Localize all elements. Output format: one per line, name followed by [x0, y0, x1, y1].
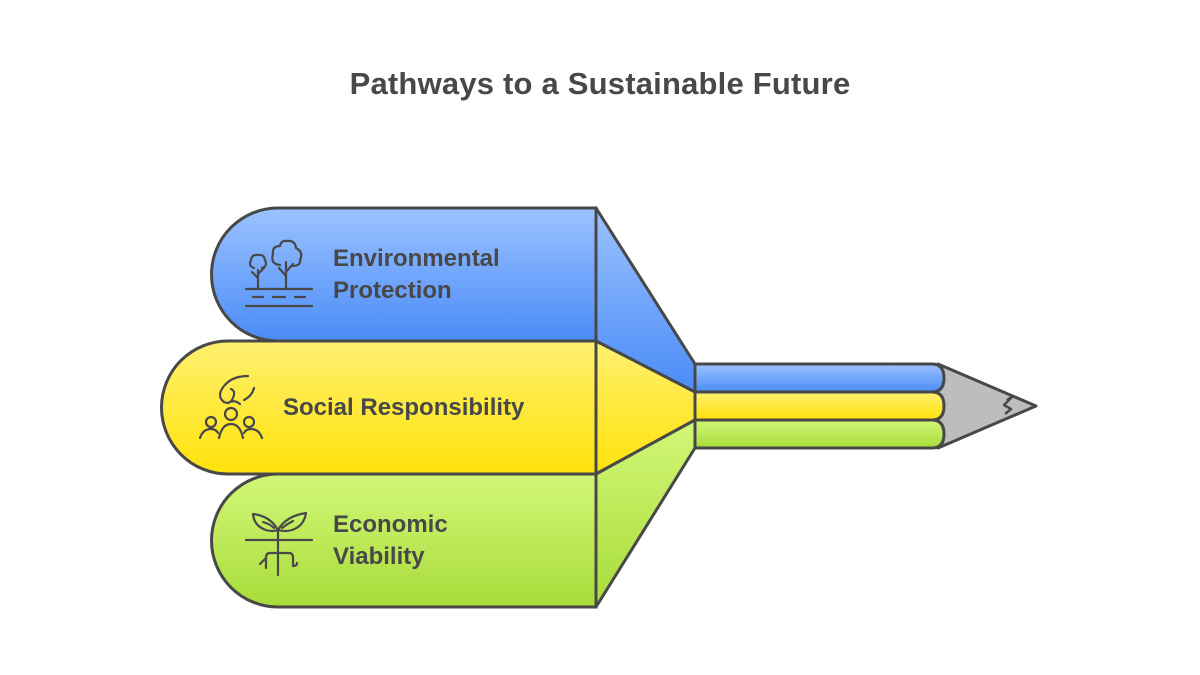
pathway-label-environmental: Environmental Protection [333, 243, 500, 307]
trees-landscape-icon [244, 239, 314, 308]
label-line-1: Social Responsibility [283, 394, 525, 421]
label-line-2: Viability [333, 543, 425, 570]
shaft-band-yellow [693, 390, 946, 422]
label-line-1: Environmental [333, 245, 500, 272]
community-hands-icon [198, 374, 264, 440]
page-title: Pathways to a Sustainable Future [349, 66, 851, 101]
pathway-social [160, 339, 598, 476]
shaft-band-blue [693, 362, 946, 394]
sprout-roots-icon [244, 511, 314, 577]
pathway-label-economic: Economic Viability [333, 509, 448, 573]
pencil-tip [936, 362, 1038, 450]
pencil-shaft [693, 362, 946, 450]
pathway-label-social: Social Responsibility [283, 392, 524, 424]
label-line-1: Economic [333, 511, 448, 538]
pathway-economic [210, 472, 598, 609]
shaft-band-green [693, 418, 946, 450]
label-line-2: Protection [333, 277, 452, 304]
